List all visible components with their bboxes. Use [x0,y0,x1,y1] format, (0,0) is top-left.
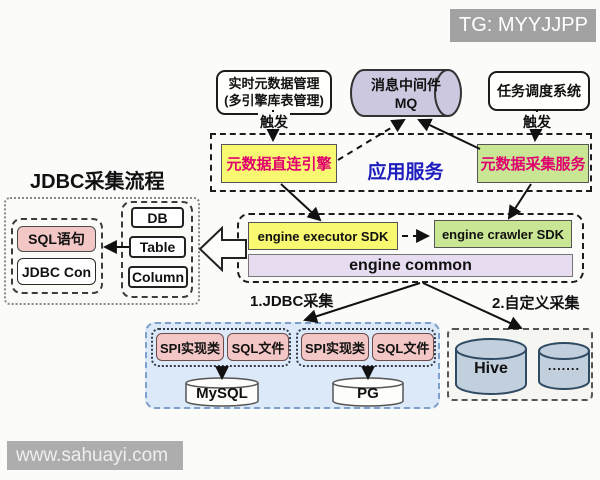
node-metadata-collect-service: 元数据采集服务 [477,144,589,183]
node-engine-executor-sdk: engine executor SDK [248,222,398,250]
mq-label-line1: 消息中间件 [371,76,441,93]
other-db-label: ....... [547,358,581,373]
node-sql-file-1: SQL文件 [227,333,289,361]
tg-badge: TG: MYYJJPP [450,9,596,42]
mq-label-line2: MQ [394,95,418,111]
mq-label: 消息中间件 MQ [364,73,448,115]
node-spi-impl-1: SPI实现类 [156,333,224,361]
node-column: Column [128,266,188,288]
app-services-label: 应用服务 [367,161,444,183]
node-realtime-line1: 实时元数据管理 [228,76,320,92]
node-task-scheduler: 任务调度系统 [488,71,590,111]
node-engine-common: engine common [248,254,573,277]
node-realtime-metadata-mgmt: 实时元数据管理 (多引擎库表管理) [216,70,332,115]
jdbc-left-group [11,218,103,294]
trigger-label-right: 触发 [521,112,553,130]
node-spi-impl-2: SPI实现类 [301,333,369,361]
mysql-label: MySQL [196,385,248,402]
jdbc-target-group-mysql [151,328,291,367]
hive-label: Hive [474,360,508,377]
branch-label-jdbc: 1.JDBC采集 [250,293,334,310]
node-sql-statement: SQL语句 [17,226,96,252]
node-db: DB [131,207,184,228]
node-table: Table [129,236,186,258]
jdbc-target-group-pg [296,328,436,367]
node-engine-crawler-sdk: engine crawler SDK [434,220,572,248]
jdbc-flow-title: JDBC采集流程 [30,171,165,193]
branch-label-custom: 2.自定义采集 [492,295,580,312]
trigger-label-left: 触发 [258,112,290,130]
node-sql-file-2: SQL文件 [372,333,434,361]
node-jdbc-con: JDBC Con [17,258,96,285]
pg-label: PG [357,385,379,402]
watermark: www.sahuayi.com [7,441,183,470]
jdbc-right-group [121,201,193,298]
node-metadata-direct-engine: 元数据直连引擎 [221,144,337,183]
node-realtime-line2: (多引擎库表管理) [224,92,324,108]
